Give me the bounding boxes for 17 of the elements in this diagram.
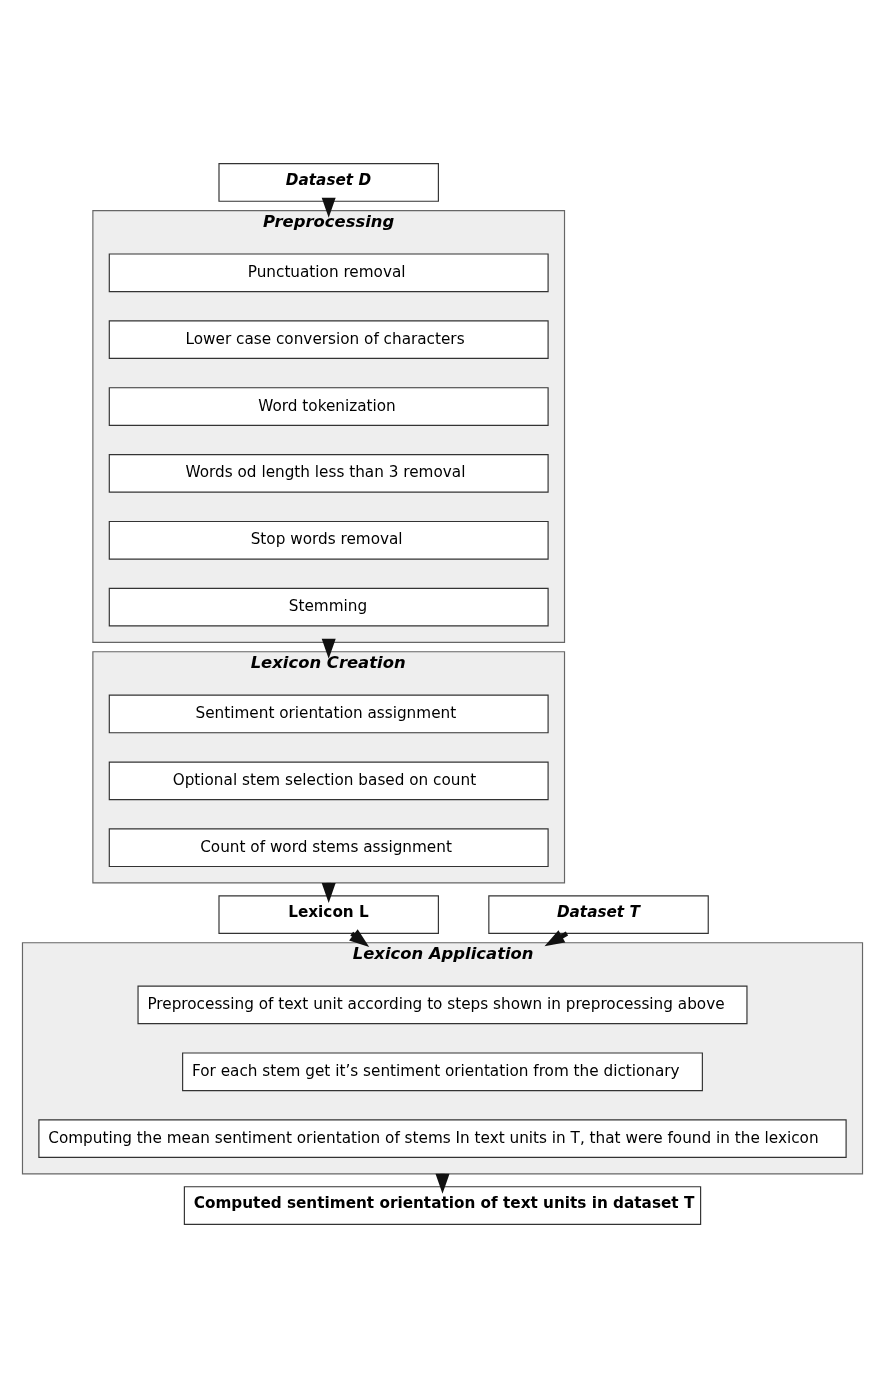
node-box: For each stem get it’s sentiment orientation from the dictionary	[182, 1052, 703, 1092]
node-box: Optional stem selection based on count	[108, 761, 549, 801]
arrow	[321, 197, 336, 218]
node-box: Lower case conversion of characters	[108, 320, 549, 360]
node-box: Computing the mean sentiment orientation of stems In text units in T, that were found in the lexicon	[38, 1119, 847, 1158]
node-box: Lexicon L	[218, 895, 439, 934]
node-box: Computed sentiment orientation of text units in dataset T	[183, 1186, 702, 1225]
node-box: Stemming	[108, 587, 549, 627]
node-box: Count of word stems assignment	[108, 828, 549, 868]
node-box: Punctuation removal	[108, 253, 549, 293]
node-box: Dataset T	[488, 895, 709, 934]
node-box: Sentiment orientation assignment	[108, 694, 549, 734]
node-box: Words od length less than 3 removal	[108, 454, 549, 493]
arrow	[321, 638, 336, 659]
node-box: Word tokenization	[108, 387, 549, 426]
node-box: Preprocessing of text unit according to steps shown in preprocessing above	[137, 985, 748, 1025]
node-box: Stop words removal	[108, 520, 549, 560]
